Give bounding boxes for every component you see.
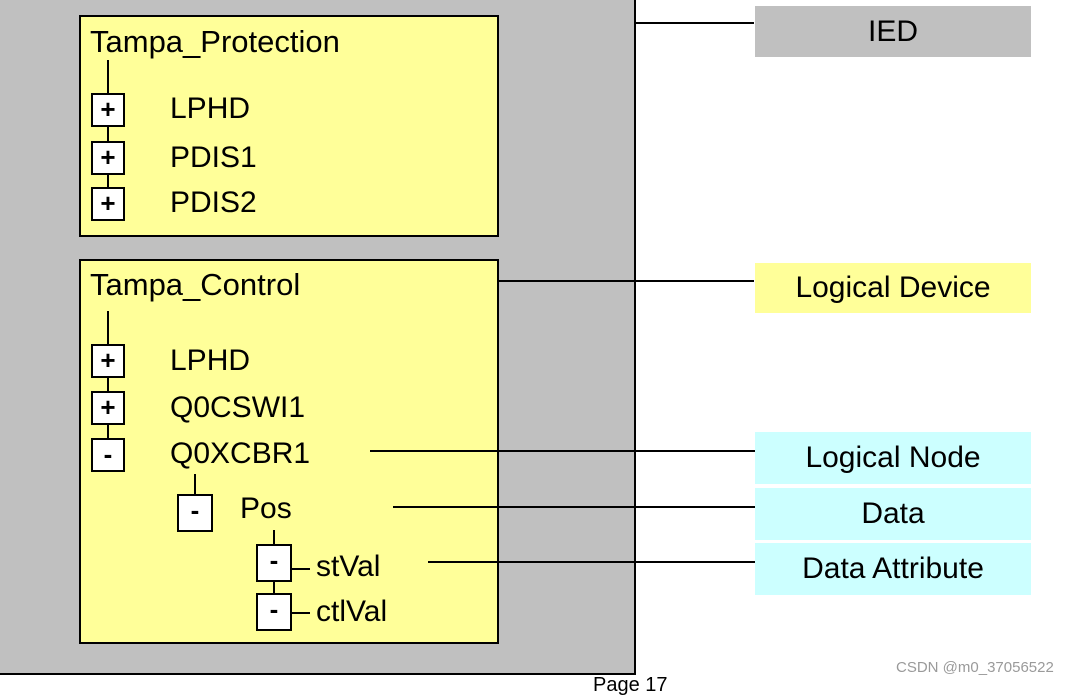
data-label: Pos bbox=[240, 492, 292, 525]
tree-connector bbox=[107, 60, 109, 220]
logical-node-label: PDIS1 bbox=[170, 141, 257, 174]
collapse-button[interactable]: - bbox=[256, 593, 292, 631]
tree-connector bbox=[107, 311, 109, 461]
data-attribute-label: stVal bbox=[316, 550, 381, 583]
legend-ied: IED bbox=[755, 6, 1031, 57]
expand-button[interactable]: + bbox=[91, 141, 125, 175]
logical-node-label: Q0XCBR1 bbox=[170, 437, 311, 470]
leader-line-data-attribute bbox=[428, 561, 755, 563]
logical-node-label: LPHD bbox=[170, 344, 251, 377]
legend-data-attribute: Data Attribute bbox=[755, 543, 1031, 595]
logical-device-protection bbox=[79, 15, 499, 237]
logical-device-title: Tampa_Control bbox=[90, 267, 301, 302]
legend-logical-device: Logical Device bbox=[755, 263, 1031, 313]
collapse-button[interactable]: - bbox=[177, 494, 213, 532]
page-number: Page 17 bbox=[593, 674, 668, 696]
leader-line-ied bbox=[636, 22, 754, 24]
watermark: CSDN @m0_37056522 bbox=[896, 659, 1054, 676]
tree-connector bbox=[292, 612, 310, 614]
tree-connector bbox=[292, 568, 310, 570]
logical-device-title: Tampa_Protection bbox=[90, 24, 340, 59]
collapse-button[interactable]: - bbox=[91, 438, 125, 472]
collapse-button[interactable]: - bbox=[256, 544, 292, 582]
tree-connector bbox=[194, 474, 196, 494]
legend-data: Data bbox=[755, 488, 1031, 540]
leader-line-logical-node bbox=[370, 450, 755, 452]
leader-line-logical-device bbox=[499, 280, 754, 282]
legend-logical-node: Logical Node bbox=[755, 432, 1031, 484]
logical-node-label: LPHD bbox=[170, 92, 251, 125]
logical-node-label: PDIS2 bbox=[170, 186, 257, 219]
expand-button[interactable]: + bbox=[91, 187, 125, 221]
expand-button[interactable]: + bbox=[91, 391, 125, 425]
data-attribute-label: ctlVal bbox=[316, 595, 388, 628]
leader-line-data bbox=[393, 506, 755, 508]
expand-button[interactable]: + bbox=[91, 93, 125, 127]
logical-node-label: Q0CSWI1 bbox=[170, 391, 306, 424]
expand-button[interactable]: + bbox=[91, 344, 125, 378]
